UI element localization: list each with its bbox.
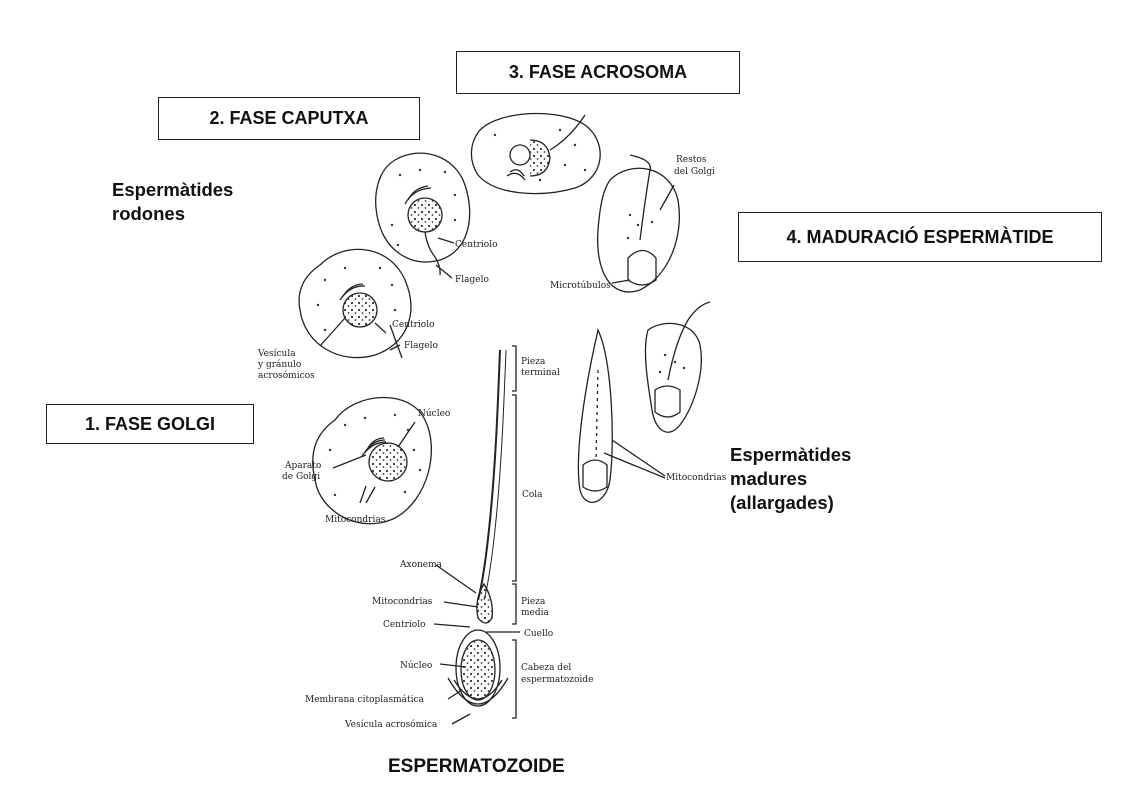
label-cola: Cola [522,490,543,500]
spermatozoon [448,350,508,706]
phase-acrosoma-box: 3. FASE ACROSOMA [456,51,740,94]
maturation-cell-long [578,330,665,502]
label-pieza-media-1: Pieza [521,597,546,607]
phase-golgi-box: 1. FASE GOLGI [46,404,254,444]
label-cuello: Cuello [524,629,553,639]
maturation-cell-top [598,155,680,292]
group-label-madures: Espermàtides madures (allargades) [730,443,851,515]
group-label-rodones: Espermàtides rodones [112,178,233,226]
label-restos-1: Restos [676,155,707,165]
label-cabeza-1: Cabeza del [521,663,571,673]
label-vesicula-1: Vesícula [257,348,296,359]
phase-maduracio-box: 4. MADURACIÓ ESPERMÀTIDE [738,212,1102,262]
phase-caputxa-box: 2. FASE CAPUTXA [158,97,420,140]
label-vesicula-acrosomica: Vesícula acrosómica [344,719,438,730]
group-label-espermatozoide: ESPERMATOZOIDE [388,755,565,779]
label-flagelo-a: Flagelo [404,341,438,351]
label-flagelo-b: Flagelo [455,275,489,285]
label-cabeza-2: espermatozoide [521,675,593,685]
label-centriolo-b: Centriolo [455,240,498,250]
label-mitocondrias-sperm: Mitocondrias [372,597,433,607]
label-pieza-terminal-1: Pieza [521,357,546,367]
label-axonema: Axonema [399,560,443,570]
maturation-cell-right [645,302,710,432]
label-centriolo-a: Centriolo [392,320,435,330]
label-restos-2: del Golgi [674,167,715,177]
label-centriolo-sperm: Centriolo [383,620,426,630]
label-microtubulos: Microtúbulos [550,280,611,291]
cap-phase-cell-lower [299,249,411,358]
label-pieza-terminal-2: terminal [521,368,560,378]
acrosome-phase-cell [471,114,600,194]
label-mitocondrias-madura: Mitocondrias [666,473,727,483]
golgi-phase-cell [313,397,432,523]
label-mitocondrias-golgi: Mitocondrias [325,515,386,525]
sperm-brackets [512,346,516,718]
label-pieza-media-2: media [521,608,550,618]
label-nucleo-golgi: Núcleo [418,408,450,419]
label-aparato-2: de Golgi [282,472,320,482]
label-nucleo-sperm: Núcleo [400,660,432,671]
label-membrana: Membrana citoplasmática [305,694,425,705]
label-vesicula-2: y gránulo [257,359,301,370]
label-vesicula-3: acrosómicos [258,370,315,381]
label-aparato-1: Aparato [284,461,321,471]
